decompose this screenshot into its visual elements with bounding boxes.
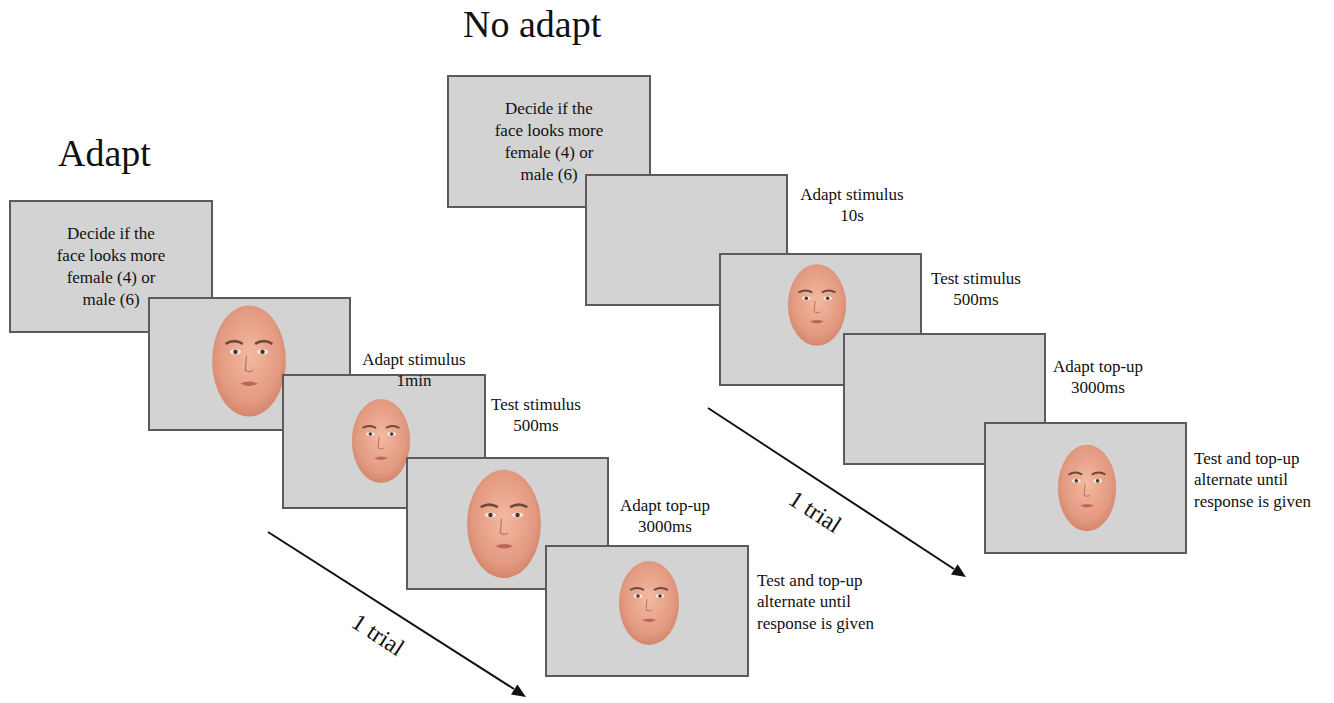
instruction-card: Decide if the face looks more female (4)… <box>448 76 650 207</box>
time-arrow <box>708 408 954 569</box>
test-face <box>619 561 679 645</box>
step-label: Test stimulus 500ms <box>916 268 1036 311</box>
time-arrow <box>268 532 514 689</box>
step-label: Adapt top-up 3000ms <box>1038 356 1158 399</box>
male-face <box>212 306 286 417</box>
test-face <box>788 264 846 345</box>
step-label: Test and top-up alternate until response… <box>1194 448 1319 512</box>
instruction-card: Decide if the face looks more female (4)… <box>10 201 212 332</box>
step-label: Adapt top-up 3000ms <box>605 495 725 538</box>
instruction-text: Decide if the face looks more female (4)… <box>490 98 608 186</box>
test-face <box>1058 445 1116 532</box>
arrow-head <box>951 564 966 577</box>
condition-title: No adapt <box>463 2 601 48</box>
arrow-head <box>511 684 526 697</box>
male-face <box>467 470 541 578</box>
test-face <box>352 399 410 483</box>
instruction-text: Decide if the face looks more female (4)… <box>52 223 170 311</box>
condition-title: Adapt <box>58 131 151 177</box>
step-label: Adapt stimulus 1min <box>354 349 474 392</box>
step-label: Adapt stimulus 10s <box>792 184 912 227</box>
screen-card <box>985 423 1186 553</box>
step-label: Test stimulus 500ms <box>476 394 596 437</box>
screen-card <box>546 546 748 676</box>
step-label: Test and top-up alternate until response… <box>757 570 882 634</box>
